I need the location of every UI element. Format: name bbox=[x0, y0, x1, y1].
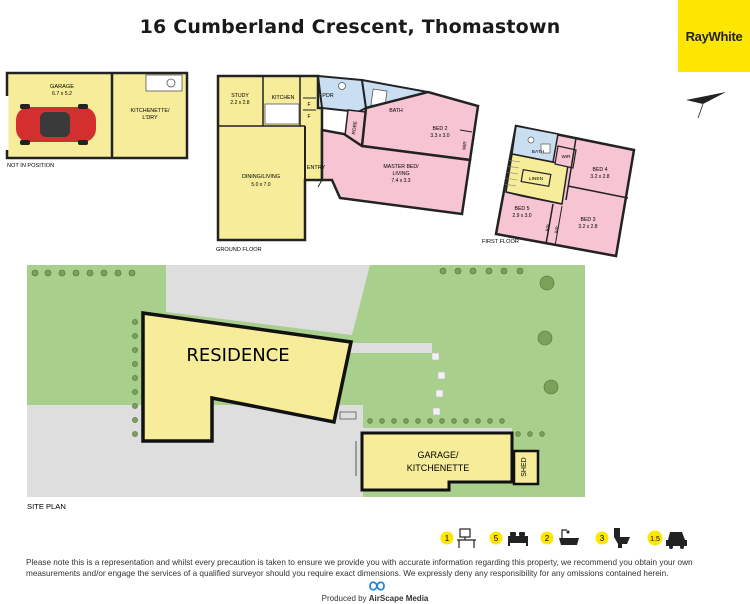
pdr-label: PDR bbox=[322, 93, 333, 99]
ground-floor-caption: GROUND FLOOR bbox=[216, 247, 262, 253]
first-floor-plan: BATH WIR BED 4 3.2 x 2.8 LINEN BED 5 2.9… bbox=[482, 124, 636, 258]
bath-label: BATH bbox=[389, 108, 403, 114]
toilet-icon bbox=[338, 82, 346, 90]
laundry-label: L'DRY bbox=[142, 115, 158, 121]
ff-wir-label: WIR bbox=[562, 154, 572, 159]
car-count: 1.5 bbox=[650, 536, 660, 543]
bed4-dims: 3.2 x 2.8 bbox=[590, 174, 609, 180]
bed4-label: BED 4 bbox=[593, 167, 608, 173]
raywhite-logo: RayWhite bbox=[678, 0, 750, 72]
site-plan: RESIDENCE GARAGE/ KITCHENETTE SHED S bbox=[27, 265, 585, 511]
fridge-label-1: F bbox=[307, 102, 310, 108]
laundry-bench bbox=[145, 74, 183, 92]
bed5-label: BED 5 bbox=[515, 206, 530, 212]
bath-count: 2 bbox=[545, 534, 550, 543]
site-kitchenette-label: KITCHENETTE bbox=[407, 463, 470, 473]
master-bed-label: MASTER BED/ bbox=[383, 164, 419, 170]
bed-icon bbox=[508, 532, 528, 546]
not-in-position-note: NOT IN POSITION bbox=[7, 163, 54, 169]
site-garage-label: GARAGE/ bbox=[417, 450, 459, 460]
sink-icon bbox=[166, 78, 176, 88]
study-count: 1 bbox=[445, 534, 450, 543]
kitchen-label: KITCHEN bbox=[272, 95, 295, 101]
produced-prefix: Produced by bbox=[321, 594, 369, 603]
garage-room-dims: 6.7 x 5.2 bbox=[52, 91, 72, 97]
brand-label: RayWhite bbox=[685, 28, 743, 44]
residence-label: RESIDENCE bbox=[186, 345, 289, 366]
entry-label: ENTRY bbox=[307, 165, 326, 171]
shower-icon bbox=[540, 143, 551, 154]
bath-icon bbox=[559, 529, 579, 545]
site-plan-caption: SITE PLAN bbox=[27, 502, 66, 511]
bed3-dims: 3.2 x 2.8 bbox=[578, 224, 597, 230]
feature-icons: 1 5 2 3 1.5 bbox=[440, 528, 687, 549]
bed2-wir-label: WIR bbox=[461, 140, 467, 150]
ground-floor-plan: STUDY 2.2 x 2.8 KITCHEN F F PDR BATH ROB… bbox=[216, 74, 480, 253]
study-dims: 2.2 x 2.8 bbox=[230, 100, 249, 106]
toilet-count: 3 bbox=[600, 534, 605, 543]
bed2-dims: 3.3 x 3.0 bbox=[430, 133, 449, 139]
shed-label: SHED bbox=[521, 457, 528, 476]
airscape-brand: AirScape Media bbox=[368, 594, 429, 603]
linen-label: LINEN bbox=[529, 176, 544, 182]
master-bed-dims: 7.4 x 3.3 bbox=[391, 178, 410, 184]
first-floor-caption: FIRST FLOOR bbox=[482, 239, 519, 245]
master-living-label: LIVING bbox=[392, 171, 409, 177]
bed3-label: BED 3 bbox=[581, 217, 596, 223]
disclaimer-text: Please note this is a representation and… bbox=[26, 558, 693, 578]
bed2-label: BED 2 bbox=[433, 126, 448, 132]
study-label: STUDY bbox=[231, 93, 249, 99]
robe-label: ROBE bbox=[351, 121, 359, 135]
toilet-icon bbox=[527, 136, 535, 144]
bed5-dims: 2.9 x 3.0 bbox=[512, 213, 531, 219]
ff-bath-label: BATH bbox=[532, 149, 545, 155]
garage-floor-plan: GARAGE 6.7 x 5.2 KITCHENETTE/ L'DRY NOT … bbox=[5, 71, 189, 169]
airscape-logo-icon bbox=[369, 581, 385, 591]
bir-label-2: BIR bbox=[553, 226, 559, 234]
shrub-icon bbox=[31, 267, 559, 437]
bed-count: 5 bbox=[494, 534, 499, 543]
dining-living-label: DINING/LIVING bbox=[242, 174, 280, 180]
produced-by: Produced by AirScape Media bbox=[0, 594, 750, 603]
north-arrow-icon bbox=[686, 92, 726, 119]
toilet-icon bbox=[614, 528, 630, 548]
fridge-label-2: F bbox=[307, 114, 310, 120]
car-icon bbox=[666, 532, 687, 549]
page-title: 16 Cumberland Crescent, Thomastown bbox=[139, 16, 561, 38]
bir-label-1: BIR bbox=[544, 224, 550, 232]
study-desk-icon bbox=[457, 528, 476, 548]
kitchen-island bbox=[264, 103, 300, 125]
dining-living-dims: 5.0 x 7.0 bbox=[251, 182, 270, 188]
car-icon bbox=[16, 104, 96, 145]
kitchenette-label: KITCHENETTE/ bbox=[131, 108, 170, 114]
garage-room-label: GARAGE bbox=[50, 84, 74, 90]
